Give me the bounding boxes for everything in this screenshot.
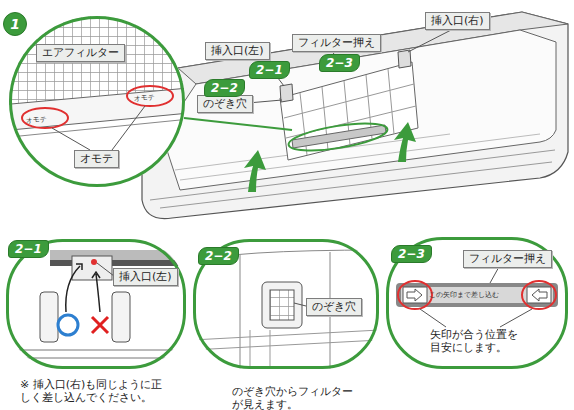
insert-arrow [66,264,82,312]
note-text: のぞき穴からフィルターが見えます。 [232,385,358,410]
detail-circle: 2−2 のぞき穴 [193,239,379,369]
filter-frame [280,62,418,160]
note-text: 矢印が合う位置を目安にします。 [430,328,522,354]
detail-circle: 2−1 挿入口(左) [6,239,186,369]
filter-holder [292,125,386,148]
part-name: のぞき穴 [312,300,356,314]
part-name: 挿入口(左) [211,44,264,58]
callout-number: 2−3 [319,54,360,72]
callout-number: 2−2 [198,247,239,265]
outline-shape [195,241,378,368]
callout-number: 2−1 [249,61,290,79]
mark-highlight [22,108,68,128]
push-arrow [244,150,266,192]
arrow-symbol [532,289,547,301]
label-box: 挿入口(左) [205,42,270,60]
filter-hook [40,292,58,342]
highlight-ellipse [287,118,389,155]
callout-number: 2−3 [391,245,432,263]
outline-shape [8,241,185,368]
leader-line [52,106,145,150]
unit-opening [162,30,556,190]
filter-grid [284,69,416,155]
callout-number: 1 [3,12,27,36]
holder-bar [396,283,558,307]
detail-2-3 [386,237,568,369]
detail-2-1 [6,239,186,369]
detail-bg [386,237,568,369]
leader-line [294,303,306,306]
arrow-box [527,287,551,303]
peephole [270,290,294,320]
printed-mark: オモテ [134,92,156,104]
callout-number: 2−1 [8,240,49,258]
insert-slot-left [280,84,293,102]
arrow-box [403,287,427,303]
leader-line [420,265,532,327]
part-name: オモテ [80,152,113,166]
part-name: のぞき穴 [203,97,247,111]
filter-lines [193,330,379,369]
filter-band [0,87,200,131]
label-box: フィルター押え [292,34,381,52]
detail-outline [6,239,186,369]
detail-circle: 1エアフィルターオモテ [9,16,185,187]
unit-frame [193,250,379,369]
insert-slot-right [398,50,411,68]
label-box: オモテ [74,150,119,168]
wall-strip-dark [50,260,186,266]
part-name: エアフィルター [42,46,119,60]
push-arrow [394,122,416,162]
correct-mark [58,315,78,335]
printed-mark: オモテ [26,114,48,126]
outline-shape [388,239,567,368]
note-text: ※ 挿入口(右)も同じように正しく差し込んでください。 [20,378,170,404]
holder-inner [401,287,553,303]
part-name: フィルター押え [298,36,375,50]
mark-highlight [127,86,173,106]
leader-line [97,263,114,276]
mark-highlight [522,281,556,309]
front-panel-line [150,150,555,208]
label-box: のぞき穴 [306,298,362,316]
callout-number: 2−2 [204,79,245,97]
aircon-unit [142,12,568,219]
zoom-line [184,118,292,130]
filter-hook [112,292,130,342]
arrow-symbol [407,289,422,301]
detail-bg [0,10,200,195]
label-box: のぞき穴 [197,95,253,113]
wrong-mark [92,317,108,333]
insert-point [91,259,97,265]
mark-highlight [398,281,432,309]
filter-edge [10,350,186,358]
part-name: 挿入口(左) [119,270,172,284]
label-box: 挿入口(右) [425,12,490,30]
part-name: 挿入口(右) [431,14,484,28]
detail-2-2 [193,239,379,369]
detail-1 [0,10,200,195]
peephole-frame [262,282,302,328]
outline-shape [11,18,184,186]
label-box: フィルター押え [463,250,552,268]
unit-body [142,12,568,219]
detail-bg [193,239,379,369]
insert-arrow [92,272,100,312]
printed-mark: この矢印まで差し込む [429,291,499,300]
label-box: 挿入口(左) [113,268,178,286]
part-name: フィルター押え [469,252,546,266]
leader-line [248,28,455,103]
label-box: エアフィルター [36,44,125,62]
